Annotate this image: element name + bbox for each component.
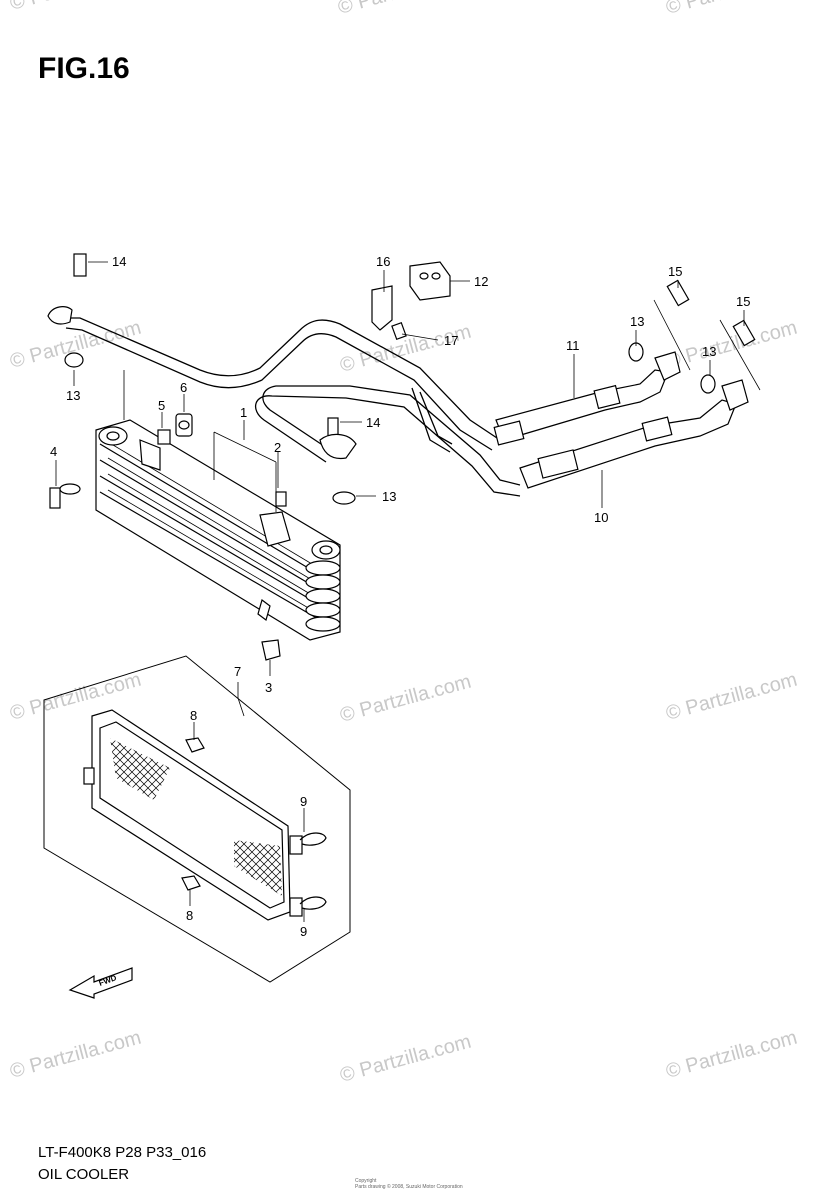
callout-4: 4 [50,444,57,459]
forward-direction-arrow: FWD [68,967,133,999]
callout-13c: 13 [630,314,644,329]
diagram-code: LT-F400K8 P28 P33_016 [38,1144,207,1161]
callout-12: 12 [474,274,488,289]
callout-14b: 14 [366,415,380,430]
callout-9a: 9 [300,794,307,809]
callout-8a: 8 [190,708,197,723]
watermarks: © Partzilla.com © Partzilla.com © Partzi… [8,0,800,1087]
callout-5: 5 [158,398,165,413]
watermark: © Partzilla.com [8,669,144,725]
callout-13a: 13 [66,388,80,403]
watermark: © Partzilla.com [336,0,472,19]
watermark: © Partzilla.com [8,0,144,15]
watermark: © Partzilla.com [338,1031,474,1087]
callout-16: 16 [376,254,390,269]
callout-8b: 8 [186,908,193,923]
watermark: © Partzilla.com [338,671,474,727]
callout-2: 2 [274,440,281,455]
callout-17: 17 [444,333,458,348]
callout-15a: 15 [668,264,682,279]
callout-numbers: 1 2 3 4 5 6 7 8 8 9 9 10 11 12 13 13 13 … [50,254,750,939]
callout-3: 3 [265,680,272,695]
callout-1: 1 [240,405,247,420]
copyright-line: Copyright [355,1178,377,1184]
figure-title: FIG.16 [38,52,130,85]
callout-11: 11 [566,338,580,353]
leader-lines [55,261,761,922]
callout-6: 6 [180,380,187,395]
copyright-notice: Copyright Parts drawing © 2008, Suzuki M… [355,1178,463,1190]
copyright-line: Parts drawing © 2008, Suzuki Motor Corpo… [355,1184,463,1190]
callout-7: 7 [234,664,241,679]
watermark: © Partzilla.com [664,0,800,19]
callout-9b: 9 [300,924,307,939]
diagram-name: OIL COOLER [38,1166,130,1183]
callout-15b: 15 [736,294,750,309]
callout-10: 10 [594,510,608,525]
oil-hose-10 [519,379,749,489]
watermark: © Partzilla.com [664,669,800,725]
watermark: © Partzilla.com [664,317,800,373]
callout-13d: 13 [702,344,716,359]
bolt-14 [73,253,87,277]
oil-cooler-core [95,419,341,641]
callout-14a: 14 [112,254,126,269]
oil-cooler-cover [43,655,351,983]
watermark: © Partzilla.com [664,1027,800,1083]
watermark: © Partzilla.com [8,1027,144,1083]
oil-pipes [62,317,521,497]
oil-hose-11 [493,351,681,446]
o-ring-13 [64,352,84,368]
callout-13b: 13 [382,489,396,504]
